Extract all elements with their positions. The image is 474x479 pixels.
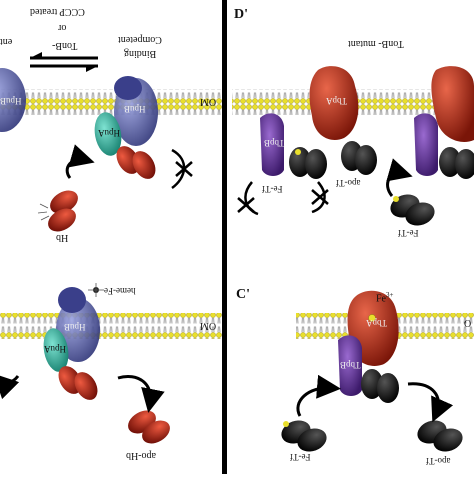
label-binding: Binding bbox=[124, 48, 157, 59]
label-cccp-treated: CCCP treated bbox=[30, 6, 85, 17]
label-apo-hb: apo-Hb bbox=[126, 450, 156, 461]
tbpa-protein-1 bbox=[309, 66, 359, 140]
free-hemoglobin bbox=[37, 190, 78, 232]
bound-hemoglobin bbox=[116, 146, 156, 179]
release-arrow-left bbox=[0, 373, 20, 400]
label-fe-tf-1: Fe-Tf bbox=[262, 184, 283, 194]
label-fragment: ent bbox=[0, 36, 13, 47]
tbpb-protein-1 bbox=[260, 113, 284, 176]
label-fe-tf-br: Fe-Tf bbox=[290, 452, 311, 462]
bound-transferrin-br bbox=[361, 369, 399, 403]
label-hpub-bl: HpuB bbox=[64, 322, 86, 332]
label-tbpb-br: TbpB bbox=[340, 360, 361, 370]
free-apo-transferrin-br bbox=[417, 420, 463, 452]
label-competent: Competent bbox=[118, 34, 162, 45]
free-transferrin bbox=[390, 194, 435, 226]
label-apo-tf-br: apo-Tf bbox=[426, 456, 451, 466]
label-om-top: OM bbox=[200, 96, 217, 107]
tbpb-protein-2 bbox=[414, 113, 438, 176]
hpub-protein-left bbox=[0, 68, 26, 132]
outer-membrane-bottom-left bbox=[0, 313, 222, 339]
release-arrow-br bbox=[407, 382, 454, 423]
blocked-arrow-2 bbox=[311, 181, 329, 214]
hpua-protein bbox=[94, 112, 122, 156]
label-om-fragment: O bbox=[464, 319, 472, 330]
label-tonb: TonB- bbox=[52, 40, 78, 51]
label-tbpa-1: TbpA bbox=[326, 96, 347, 106]
label-tbpb-1: TbpB bbox=[264, 138, 285, 148]
bound-transferrin-2 bbox=[439, 147, 474, 179]
hpub-cap bbox=[114, 76, 142, 100]
free-apo-hemoglobin bbox=[128, 410, 170, 444]
hpub-cap-bl bbox=[58, 287, 86, 313]
binding-arrow bbox=[65, 144, 95, 179]
label-hpub-left: HpuB bbox=[0, 96, 22, 106]
blocked-arrow-1 bbox=[237, 181, 259, 216]
panel-bottom-right bbox=[281, 290, 474, 452]
panel-bottom-left bbox=[0, 283, 222, 444]
label-om-bottom: OM bbox=[200, 320, 217, 331]
label-hpub: HpuB bbox=[124, 104, 146, 114]
bound-apo-hemoglobin bbox=[58, 366, 98, 400]
label-fe-charge: 3+ bbox=[386, 291, 394, 299]
tbpb-protein-br bbox=[338, 335, 362, 396]
panel-letter-d: D' bbox=[234, 7, 248, 22]
hpua-protein-bl bbox=[43, 328, 69, 372]
free-fe-transferrin-br bbox=[281, 420, 327, 452]
binding-arrow-tr bbox=[386, 158, 413, 197]
panel-top-right bbox=[232, 66, 474, 226]
binding-arrow-br bbox=[296, 374, 341, 417]
panel-divider bbox=[222, 0, 227, 474]
apo-transferrin bbox=[341, 141, 377, 175]
equilibrium-arrows bbox=[30, 52, 98, 72]
label-hpua-bl: HpuA bbox=[44, 344, 66, 354]
label-or: or bbox=[58, 22, 67, 33]
label-tbpa-br: TbpA bbox=[366, 318, 387, 328]
blocked-arrow bbox=[171, 148, 193, 190]
panel-letter-c: C' bbox=[236, 287, 250, 302]
heme-fe-molecule bbox=[88, 283, 104, 297]
label-heme-fe: heme-Fe bbox=[104, 286, 136, 296]
label-fe-tf-2: Fe-Tf bbox=[398, 228, 419, 238]
label-apo-tf: apo-Tf bbox=[336, 178, 361, 188]
label-hpua: HpuA bbox=[98, 128, 120, 138]
tbpa-protein-2 bbox=[431, 66, 474, 142]
outer-membrane-top-left bbox=[0, 89, 222, 115]
panel-top-left bbox=[0, 52, 222, 232]
label-hb: Hb bbox=[56, 232, 69, 243]
fe-ion bbox=[368, 314, 376, 322]
label-tonb-mutant: TonB- mutant bbox=[348, 38, 404, 49]
release-arrow bbox=[117, 375, 165, 413]
label-fe-ion: Fe3+ bbox=[376, 291, 394, 305]
bound-transferrin-1 bbox=[289, 147, 327, 179]
